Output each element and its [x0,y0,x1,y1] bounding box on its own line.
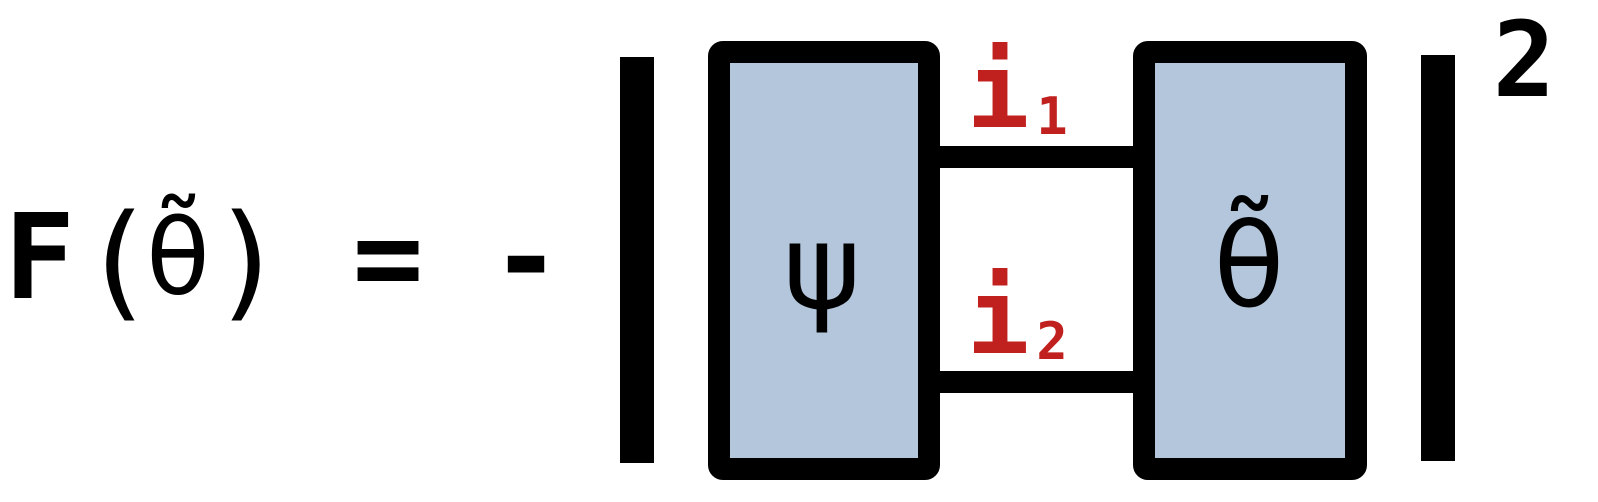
tensor-theta-tilde-label: θ̃ [1214,195,1285,334]
tensor-psi-label: ψ [783,198,861,336]
index-i2-letter: i [967,256,1030,378]
minus-sign: - [490,188,561,326]
index-label-i1: i 1 [967,30,1068,152]
norm-squared-exponent: 2 [1493,0,1556,121]
lhs-function-name: F [4,188,75,326]
norm-bar-right [1421,55,1455,461]
tensor-theta-tilde-box [1133,41,1367,480]
index-i1-letter: i [967,30,1030,152]
tensor-theta-tilde: θ̃ [1133,41,1367,480]
norm-bar-left [620,57,654,463]
lhs-open-paren: ( [80,187,156,334]
tensor-psi-box [708,41,940,480]
index-i1-subscript: 1 [1036,87,1067,147]
index-i2-subscript: 2 [1036,312,1067,372]
lhs-argument-theta-tilde: θ̃ [146,194,210,319]
lhs-expression: F ( θ̃ ) [4,187,286,334]
tensor-psi: ψ [708,41,940,480]
lhs-close-paren: ) [210,187,286,334]
index-label-i2: i 2 [967,256,1068,378]
equals-sign: = [352,188,423,326]
